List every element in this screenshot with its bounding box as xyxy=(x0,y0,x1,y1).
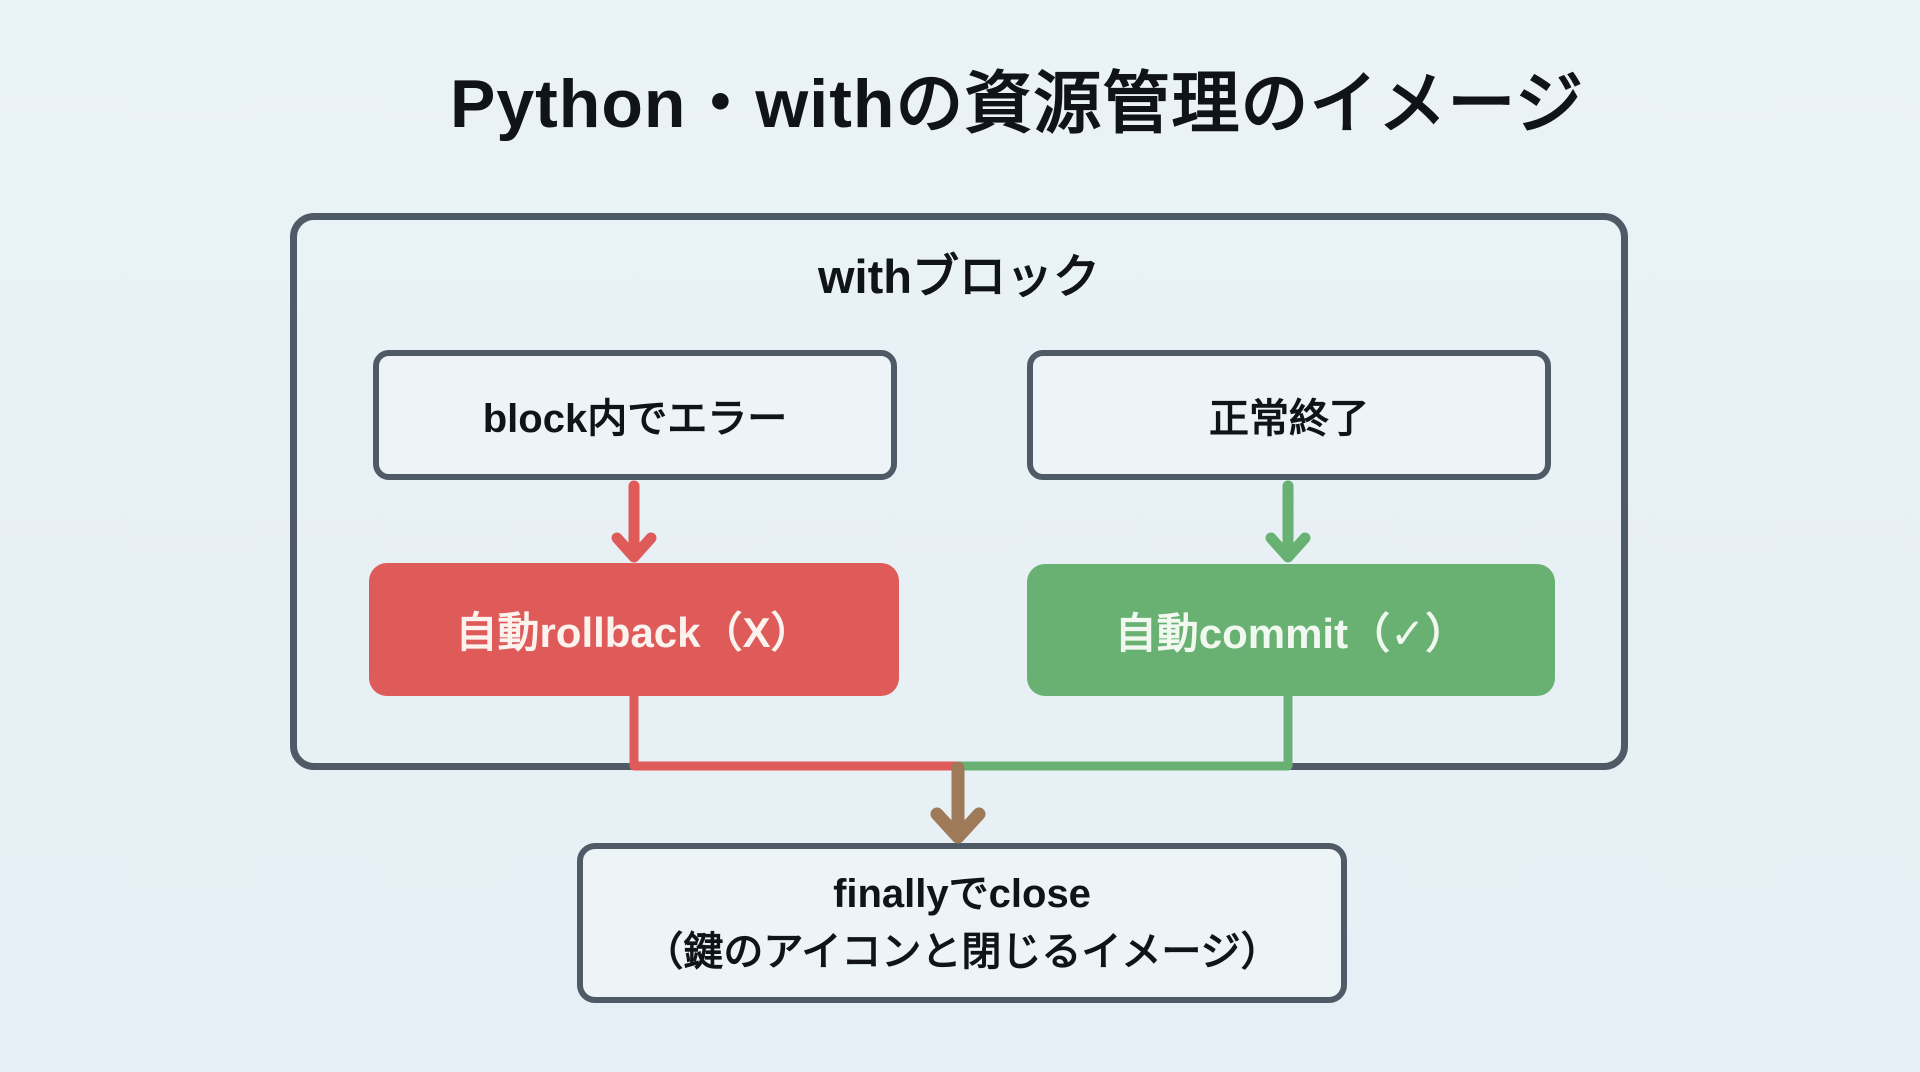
with-block-label: withブロック xyxy=(818,250,1100,303)
node-auto-commit-label: 自動commit（✓） xyxy=(1114,609,1468,657)
node-block-error: block内でエラー xyxy=(373,350,897,480)
node-auto-rollback-label: 自動rollback（X） xyxy=(455,609,813,656)
node-auto-commit: 自動commit（✓） xyxy=(1027,564,1555,696)
node-block-error-label: block内でエラー xyxy=(482,397,788,441)
finally-close-line2: （鍵のアイコンと閉じるイメージ） xyxy=(643,930,1281,974)
merge-down-arrow-icon xyxy=(930,761,986,844)
node-normal-exit: 正常終了 xyxy=(1027,350,1551,480)
node-auto-rollback: 自動rollback（X） xyxy=(369,563,899,696)
node-normal-exit-label: 正常終了 xyxy=(1209,397,1369,441)
finally-close-line1: finallyでclose xyxy=(833,872,1091,916)
page-title: Python・withの資源管理のイメージ xyxy=(449,66,1585,142)
node-finally-close: finallyでclose （鍵のアイコンと閉じるイメージ） xyxy=(577,843,1347,1003)
